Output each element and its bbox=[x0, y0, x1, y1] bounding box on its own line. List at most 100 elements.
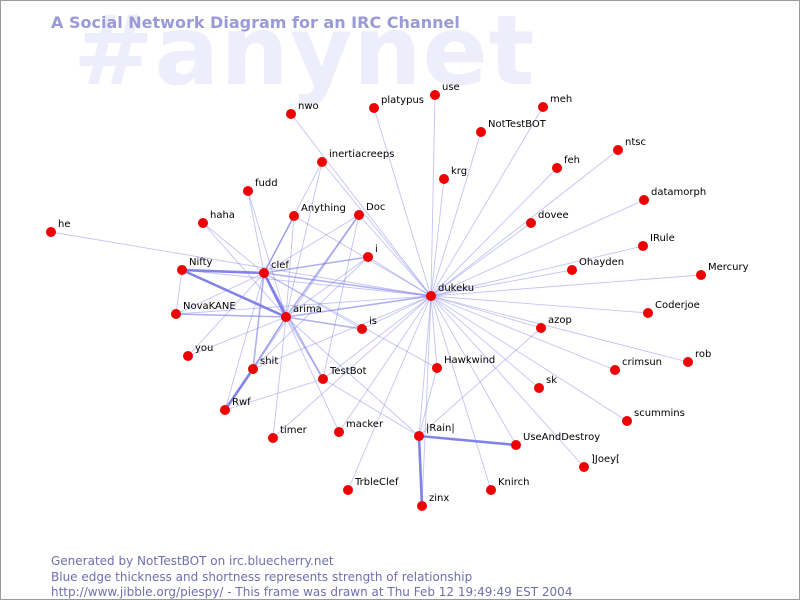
edge-TestBot-Doc bbox=[322, 214, 360, 380]
node-you: you bbox=[183, 343, 213, 361]
edge-dukeku-NotTestBOT bbox=[430, 131, 482, 297]
edge-clef-you bbox=[187, 272, 265, 357]
node-NovaKANE: NovaKANE bbox=[171, 301, 236, 319]
node-label: Nifty bbox=[189, 257, 213, 268]
edge-clef-TestBot bbox=[263, 272, 324, 380]
node-label: krg bbox=[451, 166, 467, 177]
node-dukeku: dukeku bbox=[426, 283, 474, 301]
edge-clef-haha bbox=[202, 222, 265, 274]
node-Rain: |Rain| bbox=[414, 423, 455, 441]
node-label: dovee bbox=[538, 210, 569, 221]
edge-dukeku-azop bbox=[430, 295, 542, 329]
edge-dukeku-NovaKANE bbox=[175, 295, 432, 315]
node-dot bbox=[613, 145, 623, 155]
node-label: nwo bbox=[298, 101, 319, 112]
edge-shit-Rwf bbox=[223, 368, 255, 411]
node-dot bbox=[432, 363, 442, 373]
node-i: i bbox=[363, 244, 378, 262]
node-Coderjoe: Coderjoe bbox=[643, 300, 700, 318]
edge-dukeku-Doc bbox=[358, 214, 432, 297]
node-dot bbox=[538, 102, 548, 112]
node-dot bbox=[552, 163, 562, 173]
edge-dukeku-Hawkwind bbox=[430, 295, 438, 369]
edge-dukeku-timer bbox=[272, 295, 432, 439]
node-dot bbox=[486, 485, 496, 495]
edge-arima-Rain bbox=[285, 316, 420, 437]
node-dot bbox=[248, 364, 258, 374]
edge-TestBot-Rwf bbox=[224, 378, 324, 411]
edge-clef-Doc bbox=[263, 214, 360, 274]
node-label: datamorph bbox=[651, 187, 706, 198]
node-shit: shit bbox=[248, 356, 278, 374]
node-dot bbox=[622, 416, 632, 426]
edge-dukeku-dovee bbox=[430, 222, 532, 297]
node-Doc: Doc bbox=[354, 202, 385, 220]
edge-dukeku-crimsun bbox=[430, 295, 616, 371]
node-label: is bbox=[369, 316, 377, 327]
node-datamorph: datamorph bbox=[639, 187, 706, 205]
node-label: shit bbox=[260, 356, 278, 367]
edge-dukeku-datamorph bbox=[430, 199, 645, 297]
edge-dukeku-rob bbox=[430, 295, 689, 363]
node-label: Anything bbox=[301, 203, 346, 214]
node-dot bbox=[369, 103, 379, 113]
footer-link[interactable]: http://www.jibble.org/piespy/ - This fra… bbox=[51, 585, 573, 599]
node-label: Rwf bbox=[232, 397, 251, 408]
node-dot bbox=[46, 227, 56, 237]
edge-arima-timer bbox=[272, 316, 287, 439]
edge-layer bbox=[50, 94, 702, 507]
node-label: scummins bbox=[634, 408, 685, 419]
edge-dukeku-Joey bbox=[430, 295, 585, 468]
node-label: TrbleClef bbox=[354, 477, 399, 488]
node-label: NovaKANE bbox=[183, 301, 236, 312]
footer-generated-by: Generated by NotTestBOT on irc.bluecherr… bbox=[51, 554, 334, 568]
node-label: IRule bbox=[650, 233, 675, 244]
node-label: ntsc bbox=[625, 137, 646, 148]
edge-dukeku-TestBot bbox=[322, 295, 432, 380]
node-dot bbox=[579, 462, 589, 472]
node-label: ]Joey[ bbox=[591, 454, 620, 465]
edge-arima-is bbox=[285, 316, 363, 330]
edge-dukeku-use bbox=[430, 94, 436, 297]
edge-shit-i bbox=[252, 256, 369, 370]
node-label: meh bbox=[550, 94, 572, 105]
edge-dukeku-Rain bbox=[418, 295, 432, 437]
edge-dukeku-Mercury bbox=[430, 274, 702, 297]
edge-TestBot-Rain bbox=[322, 378, 420, 437]
node-timer: timer bbox=[268, 425, 308, 443]
edge-dukeku-ntsc bbox=[430, 149, 619, 297]
node-dot bbox=[534, 383, 544, 393]
node-dot bbox=[414, 431, 424, 441]
edge-shit-Doc bbox=[252, 214, 360, 370]
node-TestBot: TestBot bbox=[318, 366, 367, 384]
node-arima: arima bbox=[281, 304, 322, 322]
node-dot bbox=[177, 265, 187, 275]
node-dot bbox=[354, 210, 364, 220]
edge-dukeku-shit bbox=[252, 295, 432, 370]
edge-arima-i bbox=[285, 256, 369, 318]
node-label: Hawkwind bbox=[444, 355, 495, 366]
node-dot bbox=[426, 291, 436, 301]
edge-dukeku-arima bbox=[285, 295, 432, 318]
node-ntsc: ntsc bbox=[613, 137, 646, 155]
node-IRule: IRule bbox=[638, 233, 675, 251]
node-dot bbox=[639, 195, 649, 205]
node-dot bbox=[476, 127, 486, 137]
edge-Rain-UseAndDestroy bbox=[418, 434, 517, 447]
node-nwo: nwo bbox=[286, 101, 319, 119]
edge-Rain-azop bbox=[418, 327, 542, 437]
node-dot bbox=[171, 309, 181, 319]
edge-dukeku-feh bbox=[430, 167, 558, 297]
node-dot bbox=[343, 485, 353, 495]
node-NotTestBOT: NotTestBOT bbox=[476, 119, 547, 137]
node-label: NotTestBOT bbox=[488, 119, 547, 130]
node-dot bbox=[357, 324, 367, 334]
edge-clef-Anything bbox=[263, 215, 295, 274]
node-krg: krg bbox=[439, 166, 467, 184]
node-dot bbox=[526, 218, 536, 228]
node-dot bbox=[610, 365, 620, 375]
node-dot bbox=[696, 270, 706, 280]
node-scummins: scummins bbox=[622, 408, 685, 426]
node-Nifty: Nifty bbox=[177, 257, 213, 275]
